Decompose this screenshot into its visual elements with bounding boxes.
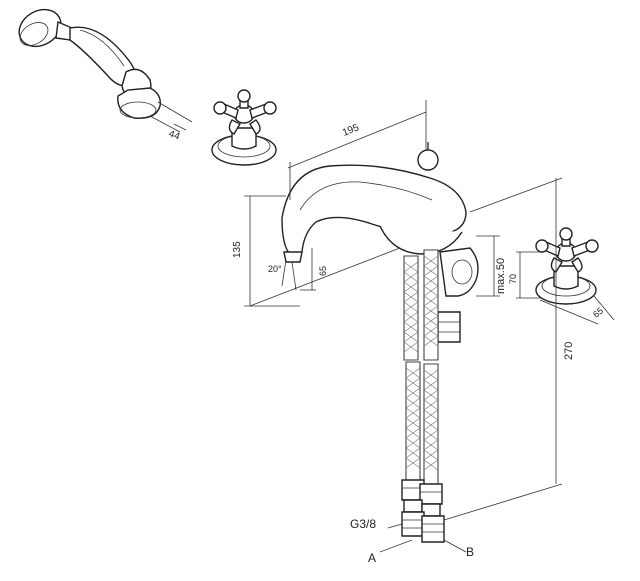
- braided-hoses: [401, 249, 445, 543]
- dim-270-label: 270: [563, 342, 575, 360]
- diverter-block: [437, 247, 479, 343]
- right-cross-handle: [535, 227, 599, 305]
- dim-max50-label: max.50: [495, 258, 507, 294]
- thread-g38-label: G3/8: [350, 517, 376, 531]
- spout-body: [281, 142, 467, 263]
- dim-20deg-label: 20°: [268, 264, 282, 274]
- dim-135-label: 135: [232, 241, 243, 258]
- connector-a-label: A: [368, 551, 376, 565]
- dim-70-label: 70: [508, 274, 518, 284]
- connector-b-label: B: [466, 545, 474, 559]
- dim-65-spout-label: 65: [318, 266, 328, 276]
- hand-shower: [18, 8, 193, 133]
- dim-44-label: 44: [167, 128, 182, 142]
- dimension-lines: [244, 100, 615, 553]
- dim-195-label: 195: [341, 122, 361, 139]
- dim-65-handle-label: 65: [591, 306, 605, 320]
- left-cross-handle: [211, 89, 277, 166]
